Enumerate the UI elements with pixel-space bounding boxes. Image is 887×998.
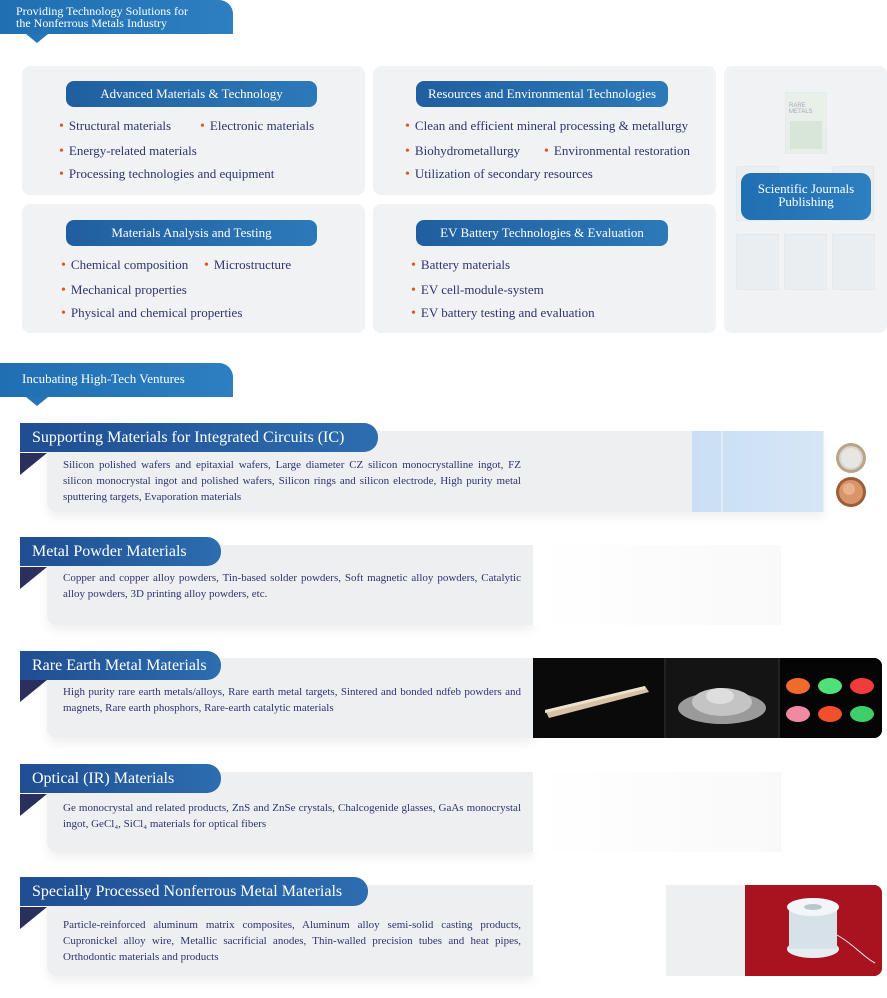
section-tab-incubating: Incubating High-Tech Ventures xyxy=(0,363,233,406)
list-item: •Structural materials xyxy=(59,118,172,134)
list-item: •Energy-related materials xyxy=(59,143,197,159)
section-tab-technology-solutions: Providing Technology Solutions for the N… xyxy=(0,0,233,43)
image-divider xyxy=(778,658,780,738)
list-item: •Electronic materials xyxy=(200,118,315,134)
venture-title-ic[interactable]: Supporting Materials for Integrated Circ… xyxy=(20,423,378,452)
journal-cover-image xyxy=(790,121,822,149)
journal-cover-bottom-3 xyxy=(832,234,875,290)
silicon-wafer-icon xyxy=(836,443,866,473)
journal-cover-bottom-1 xyxy=(736,234,779,290)
specially-processed-image-panel-1 xyxy=(533,885,666,976)
list-item: •Utilization of secondary resources xyxy=(405,166,593,182)
venture-desc-rare-earth: High purity rare earth metals/alloys, Ra… xyxy=(63,686,521,714)
row-corner-triangle xyxy=(20,567,47,589)
venture-desc-specially-processed: Particle-reinforced aluminum matrix comp… xyxy=(63,919,521,963)
list-item: •Battery materials xyxy=(411,257,511,273)
list-item: •EV cell-module-system xyxy=(411,282,544,298)
list-item: •Environmental restoration xyxy=(544,143,691,159)
card-title-materials-analysis[interactable]: Materials Analysis and Testing xyxy=(66,220,317,246)
card-title-advanced-materials[interactable]: Advanced Materials & Technology xyxy=(66,81,317,107)
rare-earth-phosphors-image xyxy=(780,658,882,738)
tab-notch xyxy=(26,397,48,406)
journal-cover-rare-metals: RARE METALS xyxy=(785,92,827,154)
specially-processed-image-panel-2 xyxy=(666,885,745,976)
tab-notch xyxy=(26,34,48,43)
list-item: •Mechanical properties xyxy=(61,282,187,298)
journals-publishing-button[interactable]: Scientific Journals Publishing xyxy=(741,173,871,220)
tab-incubating-label: Incubating High-Tech Ventures xyxy=(22,371,185,386)
specially-processed-image-panel-3 xyxy=(745,885,882,976)
ic-image-panel xyxy=(692,431,823,512)
venture-title-metal-powder[interactable]: Metal Powder Materials xyxy=(20,537,221,566)
list-item: •Clean and efficient mineral processing … xyxy=(405,118,689,134)
rare-earth-image-panel xyxy=(533,658,882,738)
rare-earth-powder-image xyxy=(666,658,778,738)
ic-image-divider xyxy=(721,431,723,512)
row-corner-triangle xyxy=(20,794,47,816)
row-corner-triangle xyxy=(20,907,47,929)
rare-earth-ingot-image xyxy=(533,658,664,738)
card-title-ev-battery[interactable]: EV Battery Technologies & Evaluation xyxy=(416,220,668,246)
list-item: •Biohydrometallurgy xyxy=(405,143,521,159)
venture-desc-metal-powder: Copper and copper alloy powders, Tin-bas… xyxy=(63,572,521,600)
row-corner-triangle xyxy=(20,453,47,475)
tab-line-1: Providing Technology Solutions for xyxy=(16,4,188,18)
card-title-resources-environmental[interactable]: Resources and Environmental Technologies xyxy=(416,81,668,107)
list-item: •Chemical composition xyxy=(61,257,189,273)
journal-cover-title: RARE METALS xyxy=(789,103,813,115)
image-divider xyxy=(664,658,666,738)
journals-line-1: Scientific Journals xyxy=(757,181,855,196)
venture-desc-ic: Silicon polished wafers and epitaxial wa… xyxy=(63,459,521,503)
venture-title-rare-earth[interactable]: Rare Earth Metal Materials xyxy=(20,651,221,680)
list-item: •Processing technologies and equipment xyxy=(59,166,275,182)
venture-desc-optical: Ge monocrystal and related products, ZnS… xyxy=(63,802,521,830)
list-item: •Microstructure xyxy=(204,257,292,273)
journals-line-2: Publishing xyxy=(778,194,834,209)
tab-line-2: the Nonferrous Metals Industry xyxy=(16,16,167,30)
sputtering-target-icon xyxy=(836,477,866,507)
list-item: •EV battery testing and evaluation xyxy=(411,305,595,321)
journal-cover-bottom-2 xyxy=(784,234,827,290)
row-corner-triangle xyxy=(20,680,47,702)
venture-title-optical[interactable]: Optical (IR) Materials xyxy=(20,764,221,793)
cupronickel-wire-spool-image xyxy=(745,885,882,976)
list-item: •Physical and chemical properties xyxy=(61,305,243,321)
optical-image-panel xyxy=(533,772,781,852)
venture-title-specially-processed[interactable]: Specially Processed Nonferrous Metal Mat… xyxy=(20,877,368,906)
metal-powder-image-panel xyxy=(533,545,781,625)
